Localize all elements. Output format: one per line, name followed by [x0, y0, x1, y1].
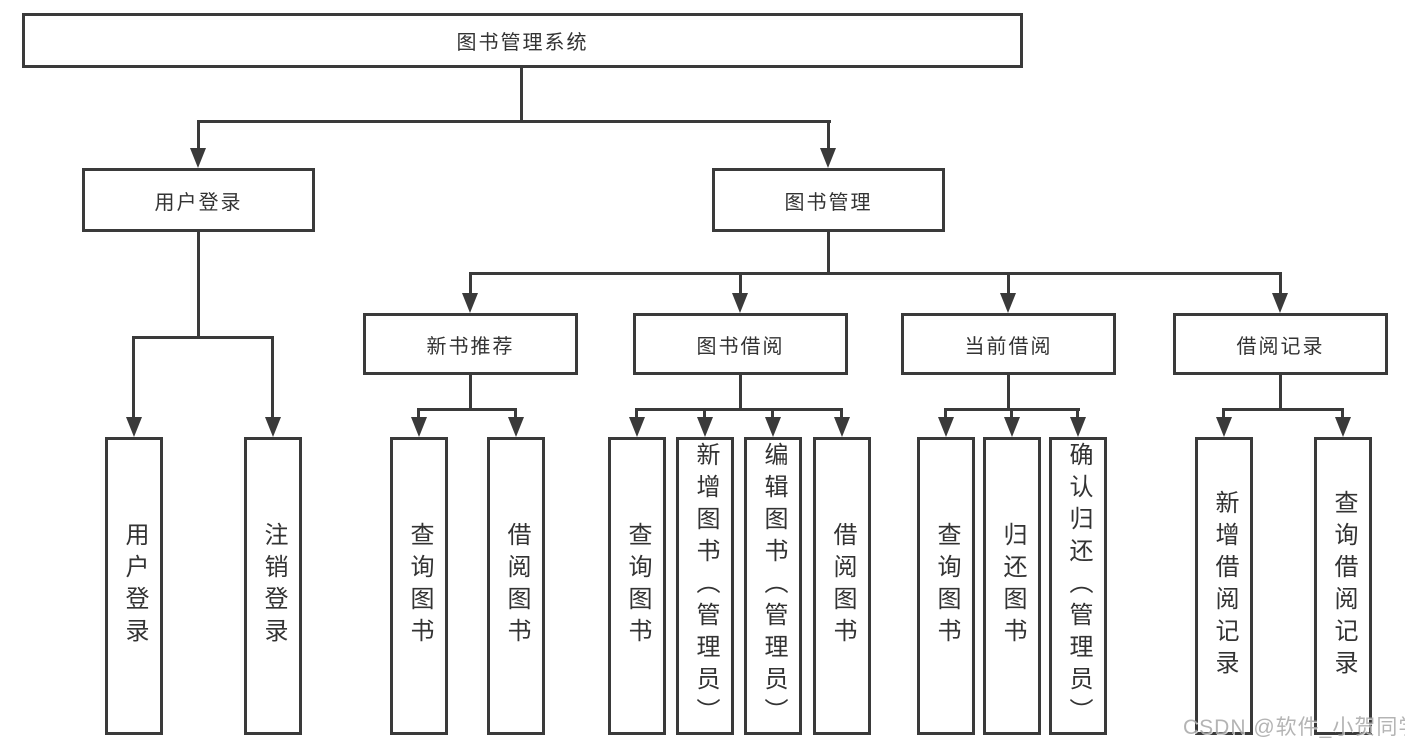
node-book-borrow-label: 图书借阅: [696, 335, 785, 358]
node-book-management: 图书管理: [712, 168, 945, 232]
leaf-borrow-books-recommend-label: 借阅图书: [503, 522, 530, 650]
leaf-logout-label: 注销登录: [260, 522, 287, 650]
node-new-book-recommend-label: 新书推荐: [426, 335, 515, 358]
arrow-down-icon: [265, 417, 281, 437]
leaf-query-books-recommend: 查询图书: [390, 437, 448, 735]
leaf-logout: 注销登录: [244, 437, 302, 735]
connector-line: [1222, 408, 1225, 420]
connector-line: [520, 68, 523, 122]
leaf-edit-books-admin: 编辑图书（管理员）: [744, 437, 802, 735]
leaf-confirm-return-admin: 确认归还（管理员）: [1049, 437, 1107, 735]
node-user-login-label: 用户登录: [154, 191, 243, 214]
node-root: 图书管理系统: [22, 13, 1023, 68]
node-current-borrow-label: 当前借阅: [964, 335, 1053, 358]
leaf-confirm-return-admin-label: 确认归还（管理员）: [1065, 442, 1092, 730]
leaf-borrow-books: 借阅图书: [813, 437, 871, 735]
node-borrow-records: 借阅记录: [1173, 313, 1388, 375]
node-user-login: 用户登录: [82, 168, 315, 232]
arrow-down-icon: [190, 148, 206, 168]
leaf-query-books-borrow: 查询图书: [608, 437, 666, 735]
connector-line: [132, 336, 274, 339]
arrow-down-icon: [697, 417, 713, 437]
connector-line: [469, 272, 472, 295]
arrow-down-icon: [765, 417, 781, 437]
connector-line: [1341, 408, 1344, 420]
leaf-query-books-recommend-label: 查询图书: [406, 522, 433, 650]
arrow-down-icon: [126, 417, 142, 437]
connector-line: [739, 272, 742, 295]
node-book-management-label: 图书管理: [784, 191, 873, 214]
arrow-down-icon: [1070, 417, 1086, 437]
arrow-down-icon: [411, 417, 427, 437]
node-borrow-records-label: 借阅记录: [1236, 335, 1325, 358]
arrow-down-icon: [629, 417, 645, 437]
connector-line: [1010, 408, 1013, 420]
leaf-query-books-current-label: 查询图书: [933, 522, 960, 650]
leaf-query-borrow-record-label: 查询借阅记录: [1330, 490, 1357, 682]
connector-line: [1222, 408, 1344, 411]
connector-line: [635, 408, 638, 420]
leaf-borrow-books-label: 借阅图书: [829, 522, 856, 650]
connector-line: [1007, 272, 1010, 295]
arrow-down-icon: [1000, 293, 1016, 313]
connector-line: [944, 408, 947, 420]
arrow-down-icon: [1335, 417, 1351, 437]
leaf-user-login: 用户登录: [105, 437, 163, 735]
arrow-down-icon: [462, 293, 478, 313]
leaf-borrow-books-recommend: 借阅图书: [487, 437, 545, 735]
leaf-edit-books-admin-label: 编辑图书（管理员）: [760, 442, 787, 730]
node-new-book-recommend: 新书推荐: [363, 313, 578, 375]
connector-line: [469, 272, 1282, 275]
arrow-down-icon: [1004, 417, 1020, 437]
leaf-add-books-admin: 新增图书（管理员）: [676, 437, 734, 735]
node-book-borrow: 图书借阅: [633, 313, 848, 375]
connector-line: [417, 408, 517, 411]
arrow-down-icon: [1216, 417, 1232, 437]
arrow-down-icon: [938, 417, 954, 437]
connector-line: [469, 375, 472, 410]
connector-line: [739, 375, 742, 410]
leaf-return-books-label: 归还图书: [999, 522, 1026, 650]
connector-line: [827, 232, 830, 274]
connector-line: [703, 408, 706, 420]
connector-line: [417, 408, 420, 420]
connector-line: [514, 408, 517, 420]
connector-line: [840, 408, 843, 420]
connector-line: [1076, 408, 1079, 420]
connector-line: [197, 232, 200, 338]
leaf-return-books: 归还图书: [983, 437, 1041, 735]
leaf-user-login-label: 用户登录: [121, 522, 148, 650]
connector-line: [771, 408, 774, 420]
leaf-add-borrow-record: 新增借阅记录: [1195, 437, 1253, 735]
connector-line: [1279, 375, 1282, 410]
connector-line: [197, 120, 831, 123]
leaf-query-books-borrow-label: 查询图书: [624, 522, 651, 650]
arrow-down-icon: [834, 417, 850, 437]
connector-line: [132, 336, 135, 419]
connector-line: [271, 336, 274, 419]
connector-line: [827, 120, 830, 150]
csdn-watermark: CSDN @软件_小贺同学: [1183, 716, 1405, 739]
leaf-query-borrow-record: 查询借阅记录: [1314, 437, 1372, 735]
arrow-down-icon: [508, 417, 524, 437]
arrow-down-icon: [820, 148, 836, 168]
connector-line: [1279, 272, 1282, 295]
leaf-add-books-admin-label: 新增图书（管理员）: [692, 442, 719, 730]
leaf-query-books-current: 查询图书: [917, 437, 975, 735]
node-root-label: 图书管理系统: [456, 32, 589, 54]
leaf-add-borrow-record-label: 新增借阅记录: [1211, 490, 1238, 682]
arrow-down-icon: [1272, 293, 1288, 313]
connector-line: [635, 408, 843, 411]
arrow-down-icon: [732, 293, 748, 313]
node-current-borrow: 当前借阅: [901, 313, 1116, 375]
connector-line: [1007, 375, 1010, 410]
connector-line: [197, 120, 200, 150]
